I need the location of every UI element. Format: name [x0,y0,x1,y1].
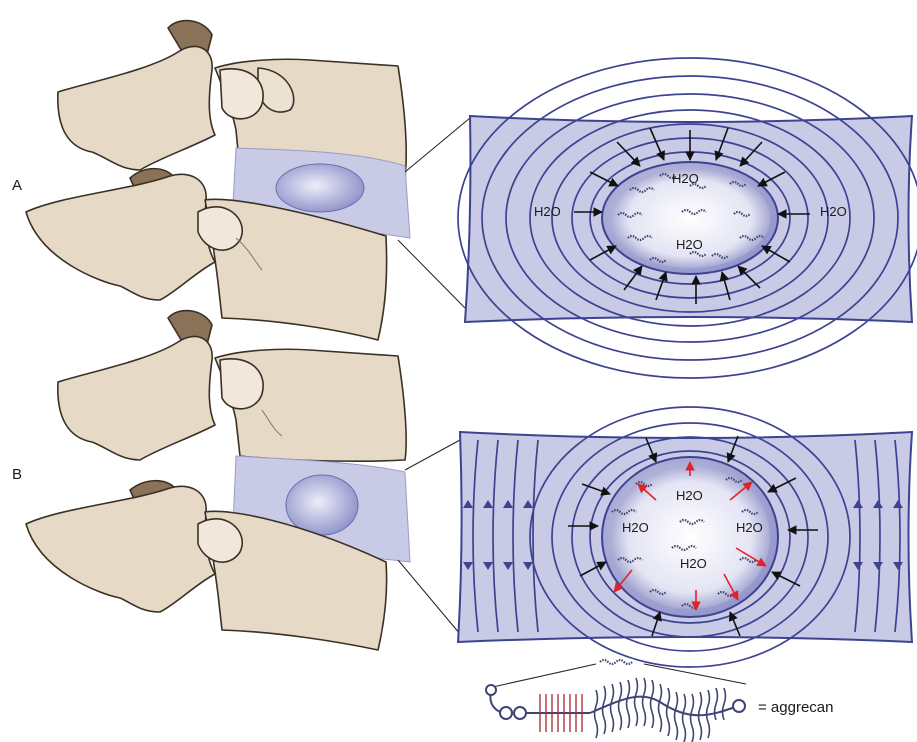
zoom-line-a-top [405,118,470,172]
zoom-line-b-bottom [398,560,460,634]
aggrecan-legend-text: = aggrecan [758,699,833,716]
water-label-b-bottom: H2O [680,556,707,571]
aggrecan-legend: = aggrecan [486,660,833,742]
magnified-disc-a: H2O H2O H2O H2O [458,58,917,378]
aggrecan-small-glyph [600,660,632,664]
legend-zoom-line-left [488,664,596,688]
water-label-a-right: H2O [820,204,847,219]
zoom-line-a-bottom [398,240,465,308]
water-label-b-left: H2O [622,520,649,535]
water-label-b-top: H2O [676,488,703,503]
spine-segment-b [26,311,410,650]
water-label-a-bottom: H2O [676,237,703,252]
magnified-disc-b: H2O H2O H2O H2O [458,407,912,667]
aggrecan-molecule [486,678,745,742]
spine-segment-a [26,21,410,340]
zoom-line-b-top [405,440,460,470]
water-label-a-left: H2O [534,204,561,219]
water-label-b-right: H2O [736,520,763,535]
chondroitin-sulfate-chains [595,678,726,742]
water-label-a-top: H2O [672,171,699,186]
